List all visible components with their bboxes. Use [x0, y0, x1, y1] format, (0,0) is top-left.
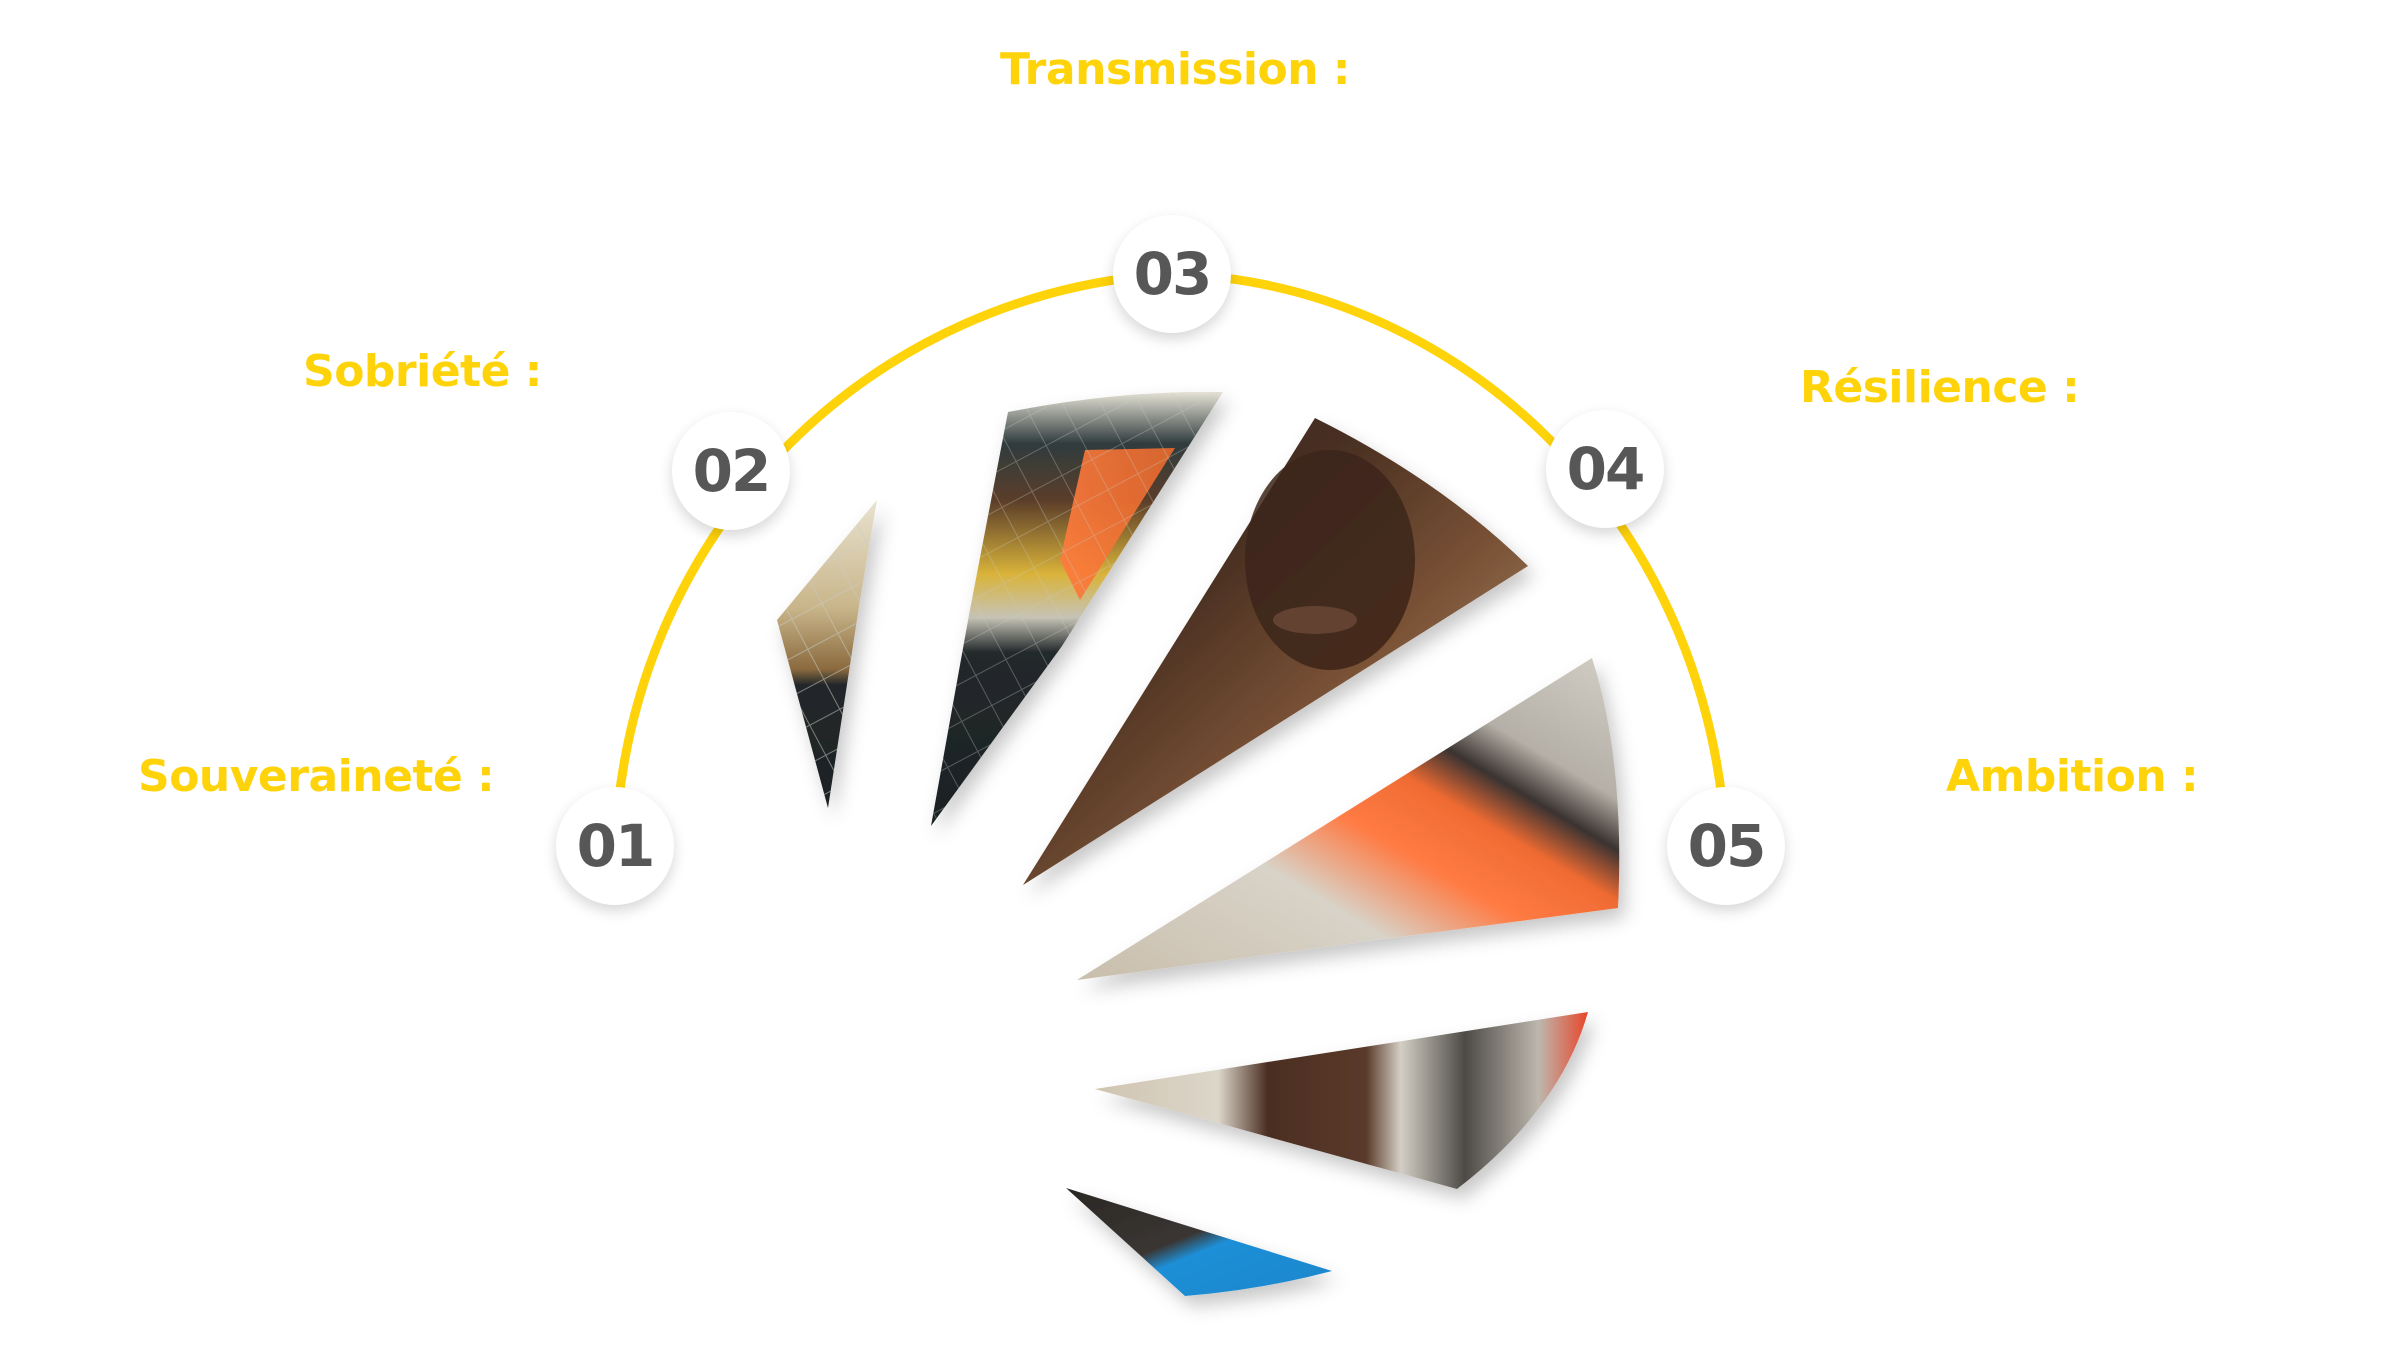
- step-number: 01: [576, 812, 656, 880]
- step-number: 02: [692, 437, 772, 505]
- slice-workers-solar-right: [931, 391, 1223, 826]
- label-ambition: Ambition :: [1946, 751, 2199, 802]
- label-souverainete: Souveraineté :: [138, 751, 495, 802]
- step-01-circle[interactable]: 01: [556, 787, 674, 905]
- step-number: 03: [1133, 240, 1213, 308]
- step-05-circle[interactable]: 05: [1667, 787, 1785, 905]
- label-sobriete: Sobriété :: [303, 346, 542, 397]
- label-transmission: Transmission :: [1000, 44, 1350, 95]
- step-04-circle[interactable]: 04: [1546, 410, 1664, 528]
- step-number: 05: [1687, 812, 1767, 880]
- slice-arm: [1095, 1012, 1588, 1189]
- step-number: 04: [1566, 435, 1646, 503]
- slice-orange-vest: [1077, 658, 1620, 980]
- step-02-circle[interactable]: 02: [672, 412, 790, 530]
- photo-slices: [777, 391, 1620, 1296]
- step-03-circle[interactable]: 03: [1113, 215, 1231, 333]
- slice-portrait-face: [1023, 418, 1528, 885]
- label-resilience: Résilience :: [1800, 362, 2080, 413]
- slice-blue-vest: [1066, 1188, 1332, 1296]
- slice-workers-solar-left: [777, 500, 877, 808]
